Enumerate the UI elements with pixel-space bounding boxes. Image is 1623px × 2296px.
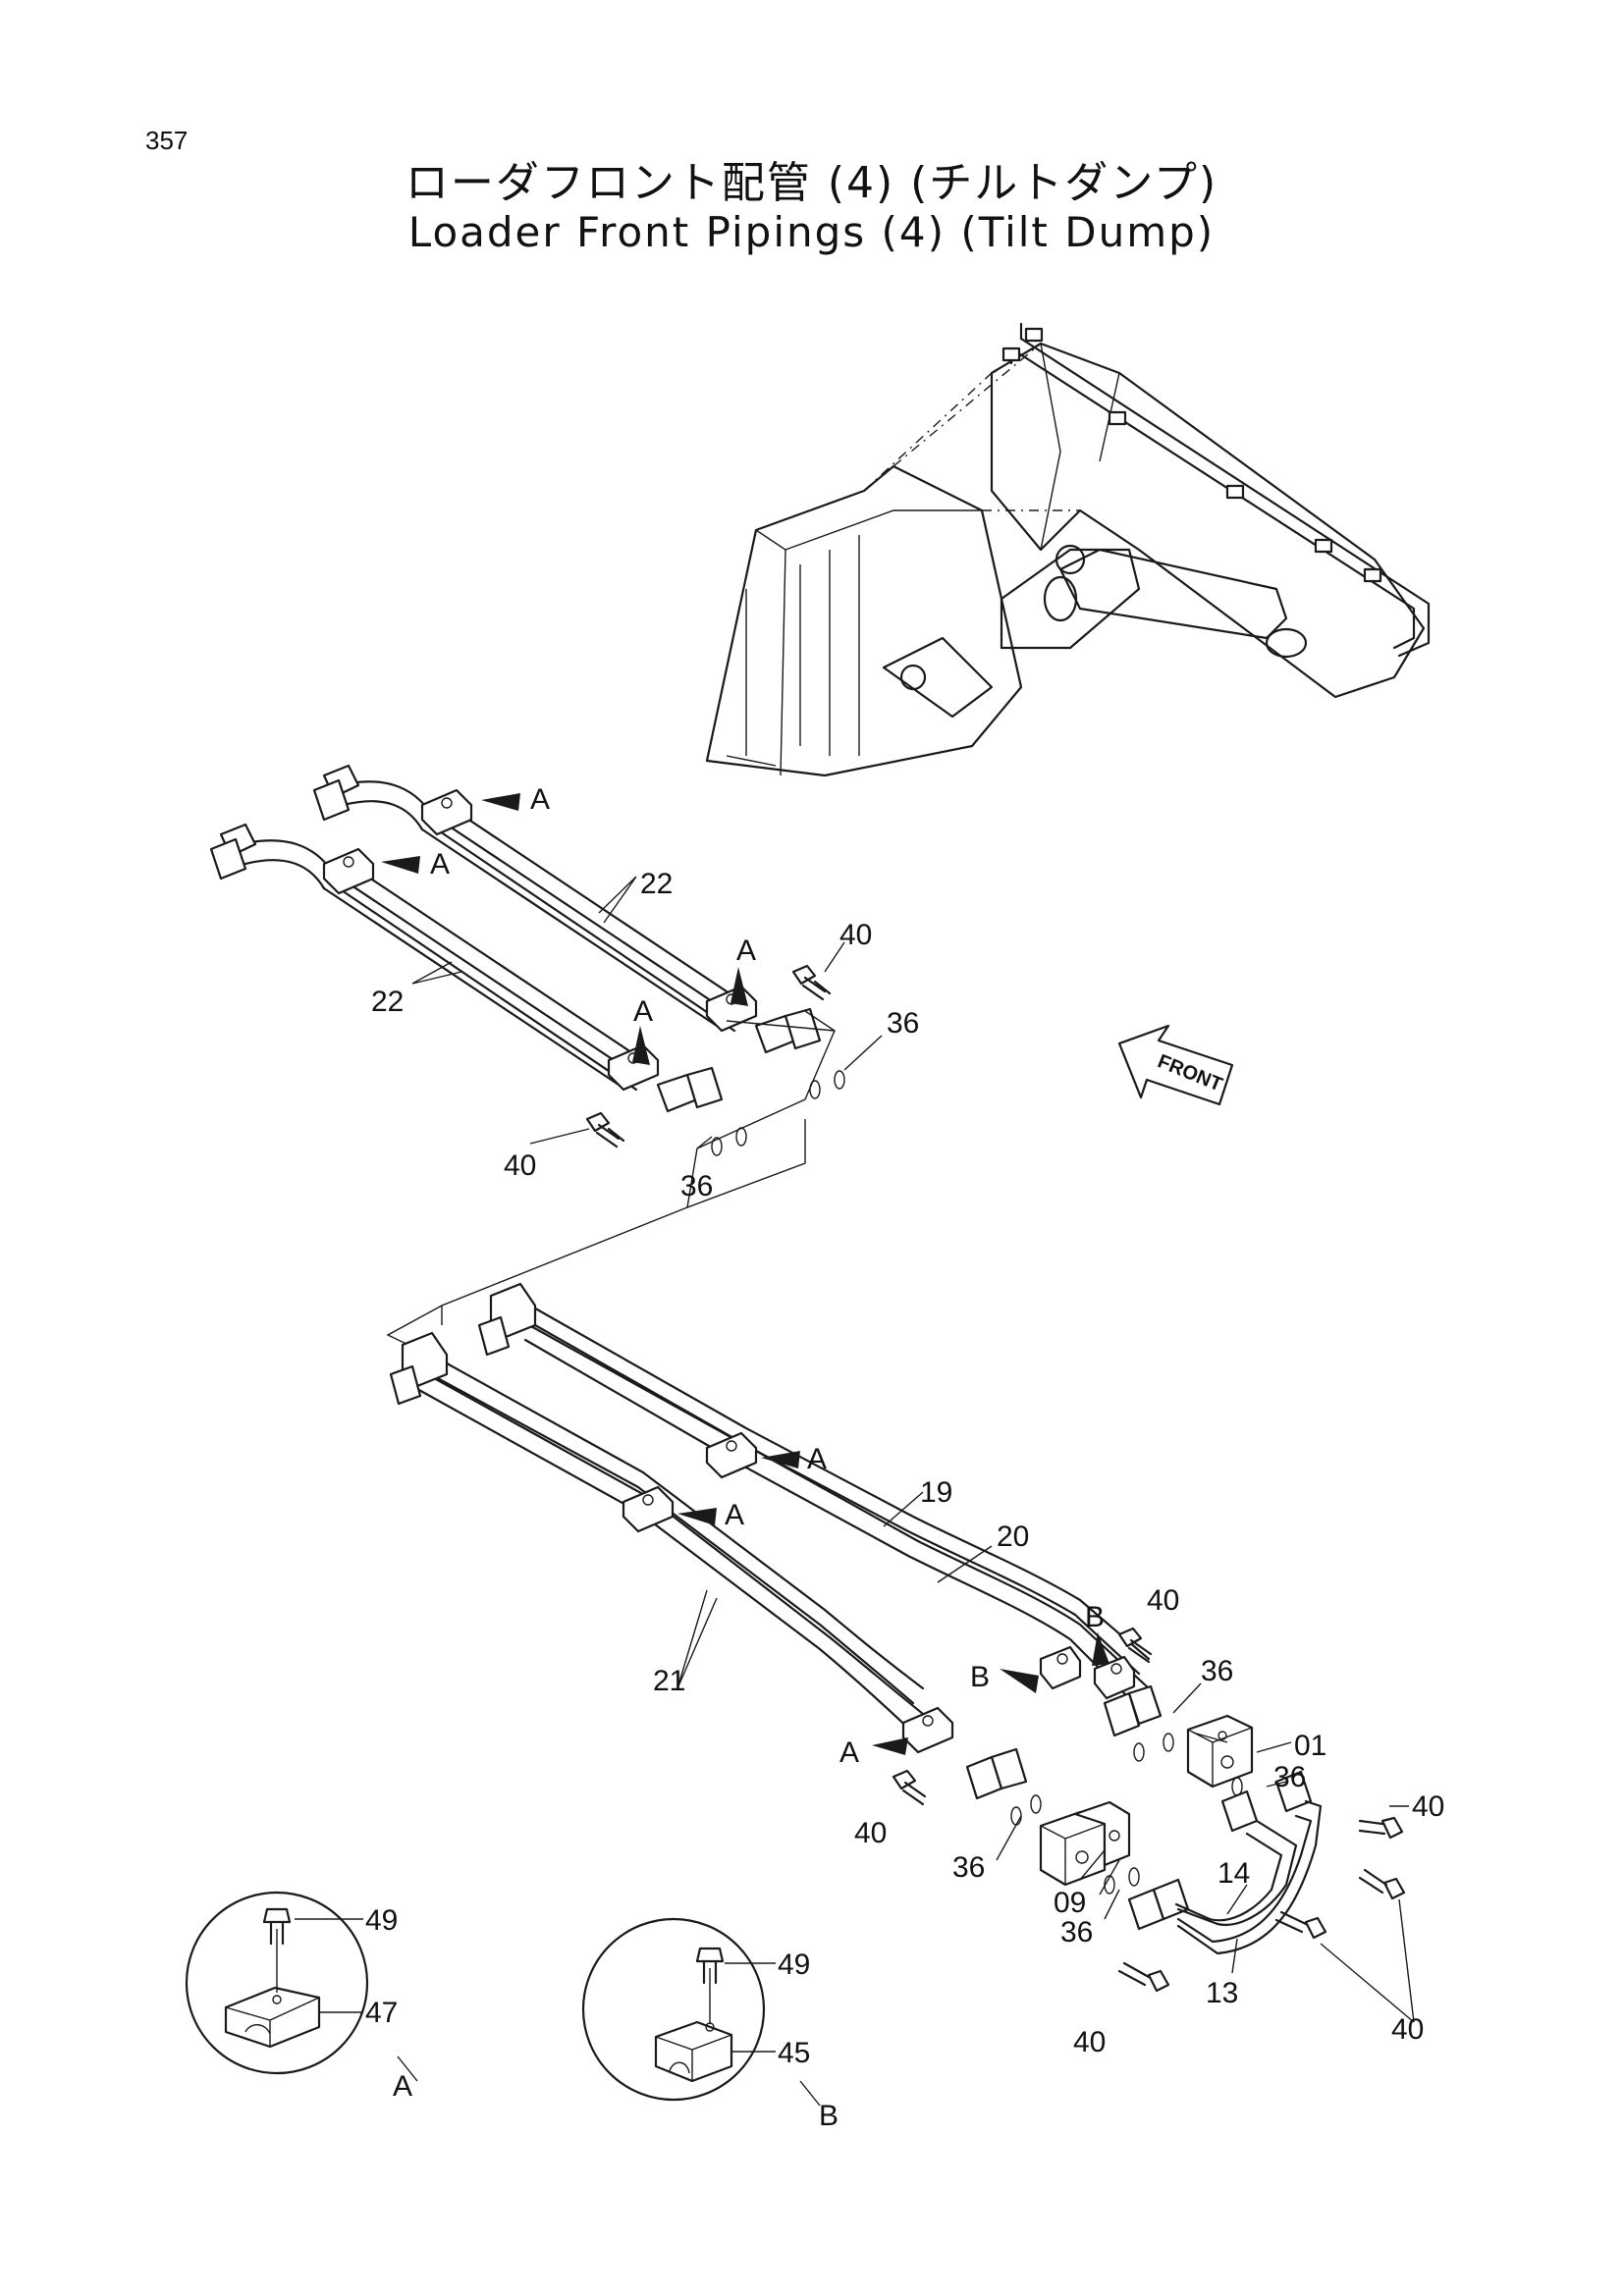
callout-part-36: 36 xyxy=(952,1851,985,1884)
front-label: FRONT xyxy=(1155,1050,1225,1095)
detail-b-part-49: 49 xyxy=(778,1949,810,1981)
lower-pipe-assembly xyxy=(386,1282,1406,1993)
callout-part-36: 36 xyxy=(1060,1916,1093,1949)
callout-clamp-a: A xyxy=(725,1499,744,1531)
callout-part-36: 36 xyxy=(1273,1761,1306,1793)
callout-clamp-a: A xyxy=(633,995,653,1028)
callout-clamp-a: A xyxy=(807,1443,827,1475)
bolt-icon xyxy=(1117,1961,1170,1993)
callout-part-40: 40 xyxy=(1412,1790,1444,1823)
callout-part-40: 40 xyxy=(854,1817,887,1849)
callout-part-19: 19 xyxy=(920,1476,952,1509)
callout-part-20: 20 xyxy=(997,1521,1029,1553)
callout-part-22: 22 xyxy=(371,986,404,1018)
callout-part-01: 01 xyxy=(1294,1730,1326,1762)
bolt-icon xyxy=(1358,1868,1406,1900)
callout-part-40: 40 xyxy=(1073,2026,1106,2058)
callout-clamp-a: A xyxy=(736,934,756,967)
page-number: 357 xyxy=(145,126,189,155)
detail-a-label: A xyxy=(393,2070,412,2103)
leader-lines xyxy=(411,876,1415,2023)
callout-part-36: 36 xyxy=(680,1170,713,1202)
bolt-icon xyxy=(585,1111,625,1148)
bolt-icon xyxy=(1358,1816,1404,1840)
front-direction-arrow: FRONT xyxy=(1117,1024,1234,1106)
detail-view-b xyxy=(581,1917,821,2107)
page-title-english: Loader Front Pipings (4) (Tilt Dump) xyxy=(407,208,1216,256)
bolt-icon xyxy=(791,964,832,1001)
callout-clamp-b: B xyxy=(970,1661,990,1693)
callout-part-09: 09 xyxy=(1054,1887,1086,1919)
bolt-icon xyxy=(1117,1627,1153,1664)
callout-clamp-b: B xyxy=(1085,1601,1105,1633)
bolt-icon xyxy=(892,1769,927,1806)
detail-view-a xyxy=(185,1891,418,2082)
detail-b-part-45: 45 xyxy=(778,2037,810,2069)
callout-part-40: 40 xyxy=(504,1149,536,1182)
detail-a-part-47: 47 xyxy=(365,1997,398,2029)
callout-part-14: 14 xyxy=(1217,1857,1250,1890)
detail-a-part-49: 49 xyxy=(365,1904,398,1937)
upper-pipe-assembly xyxy=(209,764,845,1325)
callout-clamp-a: A xyxy=(530,783,550,816)
detail-b-label: B xyxy=(819,2100,839,2132)
callout-labels: A A A A 22 22 40 40 36 36 A A A 19 20 21… xyxy=(365,783,1444,2132)
bolt-icon xyxy=(1274,1910,1327,1940)
callout-part-21: 21 xyxy=(653,1665,685,1697)
loader-overview-illustration xyxy=(705,322,1431,777)
callout-part-22: 22 xyxy=(640,868,673,900)
page-title-japanese: ローダフロント配管 (4) (チルトダンプ) xyxy=(405,158,1218,208)
callout-part-40: 40 xyxy=(1391,2013,1424,2046)
arrow-markers xyxy=(381,793,1109,1755)
callout-part-13: 13 xyxy=(1206,1977,1238,2009)
callout-part-40: 40 xyxy=(839,919,872,951)
callout-clamp-a: A xyxy=(430,848,450,881)
callout-clamp-a: A xyxy=(839,1736,859,1769)
callout-part-36: 36 xyxy=(887,1007,919,1040)
callout-part-40: 40 xyxy=(1147,1584,1179,1617)
callout-part-36: 36 xyxy=(1201,1655,1233,1687)
